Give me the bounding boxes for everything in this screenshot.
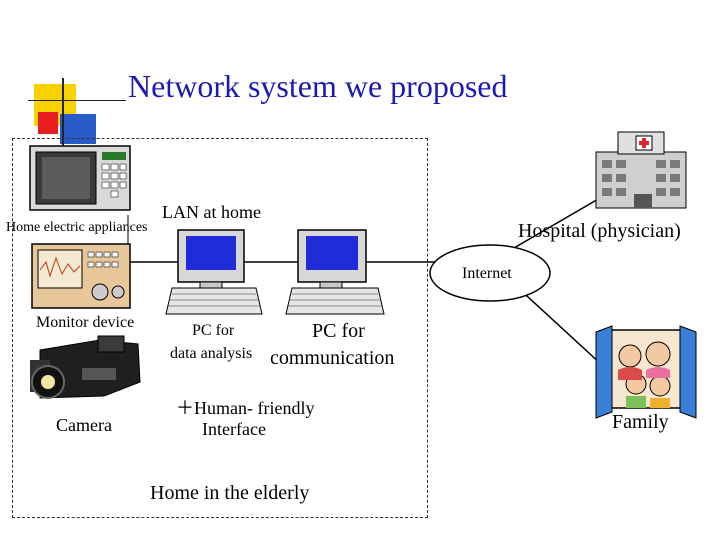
- deco-horizontal-line: [28, 100, 126, 101]
- monitor-device-label: Monitor device: [36, 314, 135, 331]
- internet-label: Internet: [462, 265, 512, 282]
- camera-label: Camera: [56, 415, 112, 435]
- family-window-icon: [595, 325, 697, 419]
- home-appliances-label: Home electric appliances: [6, 220, 148, 235]
- interface-label-1: ＋Human- friendly: [176, 398, 315, 418]
- interface-label-2: Interface: [202, 419, 266, 439]
- deco-blue-square: [60, 114, 96, 144]
- pc-analysis-label-1: PC for: [192, 322, 235, 339]
- camera-icon: [30, 335, 141, 399]
- hospital-icon: [595, 131, 687, 209]
- lan-label: LAN at home: [162, 202, 261, 222]
- pc-communication-icon: [285, 229, 385, 315]
- deco-red-square: [38, 112, 58, 134]
- slide-title: Network system we proposed: [128, 68, 508, 104]
- microwave-icon: [29, 145, 131, 211]
- home-region-border: [12, 138, 428, 518]
- hospital-label: Hospital (physician): [518, 220, 681, 242]
- pc-comm-label-1: PC for: [312, 320, 365, 342]
- pc-comm-label-2: communication: [270, 347, 395, 369]
- monitor-device-icon: [31, 243, 131, 309]
- pc-analysis-icon: [165, 229, 263, 315]
- family-label: Family: [612, 411, 669, 433]
- home-elderly-label: Home in the elderly: [150, 482, 310, 504]
- deco-vertical-line: [62, 78, 64, 146]
- pc-analysis-label-2: data analysis: [170, 345, 253, 362]
- internet-ellipse: [429, 244, 551, 302]
